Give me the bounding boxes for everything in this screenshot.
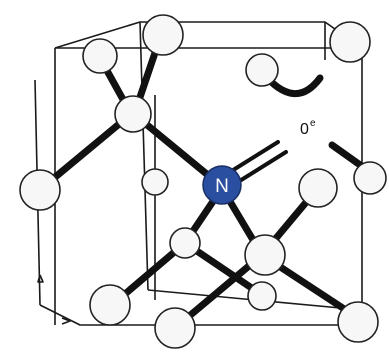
nitrogen-atom: N [202, 165, 242, 205]
cell-edge-bottom [39, 304, 362, 326]
nitrogen-atom-circle [202, 165, 242, 205]
nitrogen-double-bond [236, 150, 288, 184]
bond [131, 111, 224, 189]
carbon-atom [247, 281, 277, 311]
carbon-atom [353, 161, 387, 195]
vacancy-label: 0 e [300, 118, 316, 138]
cell-edge-mid-back [139, 21, 149, 291]
cell-corner-mark-bottom [61, 317, 71, 325]
vacancy-charge: e [310, 118, 316, 129]
carbon-atom [154, 307, 196, 349]
carbon-atom [298, 168, 338, 208]
cell-corner-mark-left [37, 274, 44, 283]
carbon-atom [337, 301, 379, 343]
carbon-atoms [19, 14, 387, 349]
nitrogen-label: N [215, 176, 229, 197]
carbon-atom [19, 169, 61, 211]
nitrogen-double-bond [228, 140, 280, 174]
carbon-atom [141, 168, 169, 196]
carbon-atom [114, 95, 152, 133]
bond [38, 111, 134, 192]
carbon-atom [244, 234, 286, 276]
vacancy-symbol: 0 [300, 121, 309, 138]
carbon-atom [89, 284, 131, 326]
carbon-atom [245, 53, 279, 87]
carbon-atom [82, 38, 118, 74]
carbon-atom [142, 14, 184, 56]
carbon-atom [169, 227, 201, 259]
carbon-atom [329, 21, 371, 63]
